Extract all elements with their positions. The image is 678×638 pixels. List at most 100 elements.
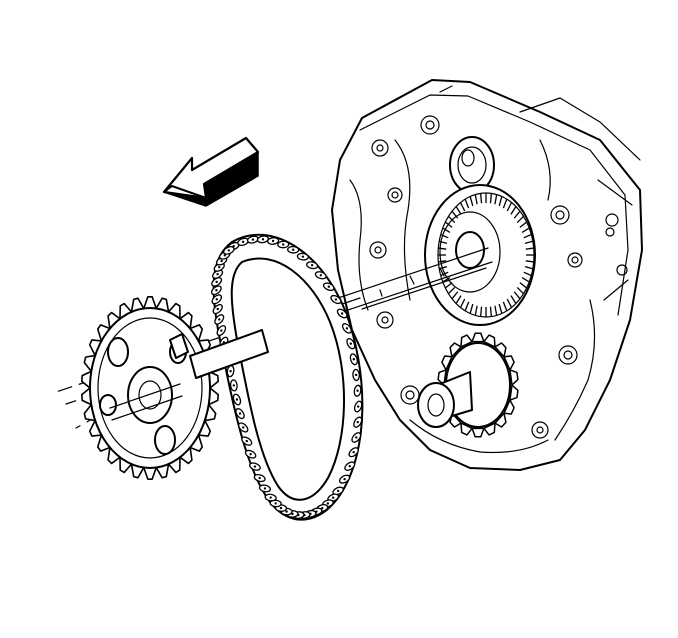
gear-tooth-line xyxy=(502,198,508,209)
gear-tooth-line xyxy=(523,233,532,239)
gear-tooth-line xyxy=(474,305,478,316)
gear-tooth-line xyxy=(464,301,470,312)
chain-pin xyxy=(220,259,223,263)
chain-pin xyxy=(223,254,227,257)
gear-tooth-line xyxy=(464,198,470,209)
sprocket-tooth xyxy=(494,342,507,358)
gear-tooth-line xyxy=(469,196,474,207)
crankshaft-sprocket xyxy=(417,332,519,438)
sprocket-tooth xyxy=(142,466,158,480)
gear-tooth-line xyxy=(455,295,462,304)
chain-pin xyxy=(354,373,358,377)
gear-tooth-line xyxy=(513,291,521,300)
gear-tooth-line xyxy=(524,240,533,245)
gear-tooth-line xyxy=(451,291,459,300)
gear-tooth-line xyxy=(506,298,513,308)
chain-pin xyxy=(271,239,275,243)
chain-pin xyxy=(215,298,218,301)
sprocket-tooth xyxy=(494,412,507,428)
sprocket-pin-bar xyxy=(189,329,269,379)
gear-tooth-line xyxy=(498,196,503,207)
gear-tooth-line xyxy=(521,227,530,233)
chain-pin xyxy=(348,464,351,468)
chain-pin xyxy=(238,412,242,415)
chain-pin xyxy=(227,249,231,252)
gear-tooth-line xyxy=(516,215,524,224)
gear-tooth-line xyxy=(510,295,517,304)
gear-tooth-line xyxy=(494,194,498,205)
chain-pin xyxy=(343,477,346,481)
chain-pin xyxy=(355,436,358,439)
chain-pin xyxy=(291,248,295,251)
gear-tooth-line xyxy=(442,277,451,283)
sprocket-tooth xyxy=(503,355,515,371)
gear-tooth-line xyxy=(498,303,503,314)
gear-tooth-line xyxy=(459,298,466,308)
chain-pin xyxy=(220,329,223,332)
chain-pin xyxy=(253,465,257,468)
chain-pin xyxy=(229,369,232,373)
gear-tooth-line xyxy=(442,227,451,233)
gear-tooth-line xyxy=(455,206,462,215)
chain-pin xyxy=(327,285,330,288)
gear-tooth-line xyxy=(521,277,530,283)
chain-pin xyxy=(349,342,353,345)
gear-tooth-line xyxy=(448,286,456,295)
sprocket-tooth xyxy=(142,296,158,310)
chain-pin xyxy=(216,273,219,276)
engine-front-block xyxy=(331,79,643,471)
sprocket-hole xyxy=(107,337,129,367)
camshaft-gear xyxy=(424,184,536,326)
chain-pin xyxy=(319,274,322,277)
sprocket-hole xyxy=(99,394,117,416)
gear-tooth-line xyxy=(524,265,533,270)
chain-pin xyxy=(326,502,330,505)
gear-tooth-line xyxy=(440,233,449,239)
chain-pin xyxy=(282,243,285,246)
chain-pin xyxy=(251,238,255,241)
chain-pin xyxy=(242,426,245,429)
sprocket-tooth xyxy=(460,422,473,436)
chain-pin xyxy=(301,255,305,258)
gear-tooth-line xyxy=(516,286,524,295)
chain-pin xyxy=(334,298,338,301)
gear-tooth-line xyxy=(489,306,493,317)
gear-tooth-line xyxy=(459,202,466,212)
gear-tooth-line xyxy=(519,282,528,289)
timing-chain xyxy=(210,233,364,521)
gear-tooth-line xyxy=(502,301,508,312)
sprocket-tooth xyxy=(471,427,485,438)
sprocket-hub xyxy=(127,366,173,424)
timing-mark-tab xyxy=(169,333,189,359)
chain-pin xyxy=(241,240,245,244)
chain-pin xyxy=(218,266,221,269)
chain-pin xyxy=(321,506,324,510)
sprocket-hole xyxy=(154,425,176,455)
chain-pin xyxy=(245,439,248,443)
chain-pin xyxy=(352,451,355,454)
crankshaft-sprocket-teeth xyxy=(437,332,519,438)
sprocket-tooth xyxy=(483,334,496,348)
camshaft-sprocket xyxy=(80,296,269,480)
chain-pin xyxy=(215,280,218,284)
chain-pin xyxy=(274,502,277,505)
sprocket-tooth xyxy=(437,369,447,386)
chain-pin xyxy=(356,389,359,392)
sprocket-tooth xyxy=(460,334,473,348)
chain-pin xyxy=(218,318,221,321)
sprocket-tooth xyxy=(471,332,485,343)
gear-tooth-line xyxy=(451,210,459,219)
gear-tooth-line xyxy=(513,210,521,219)
gear-tooth-line xyxy=(494,305,498,316)
camshaft-gear-teeth xyxy=(438,193,534,317)
crank-snout-face xyxy=(417,382,455,428)
chain-pin xyxy=(235,398,239,401)
chain-pin xyxy=(263,487,267,490)
chain-pin xyxy=(261,238,265,241)
gear-tooth-line xyxy=(474,194,478,205)
gear-tooth-line xyxy=(438,260,447,263)
gear-tooth-line xyxy=(525,260,534,263)
chain-pin xyxy=(215,289,218,292)
